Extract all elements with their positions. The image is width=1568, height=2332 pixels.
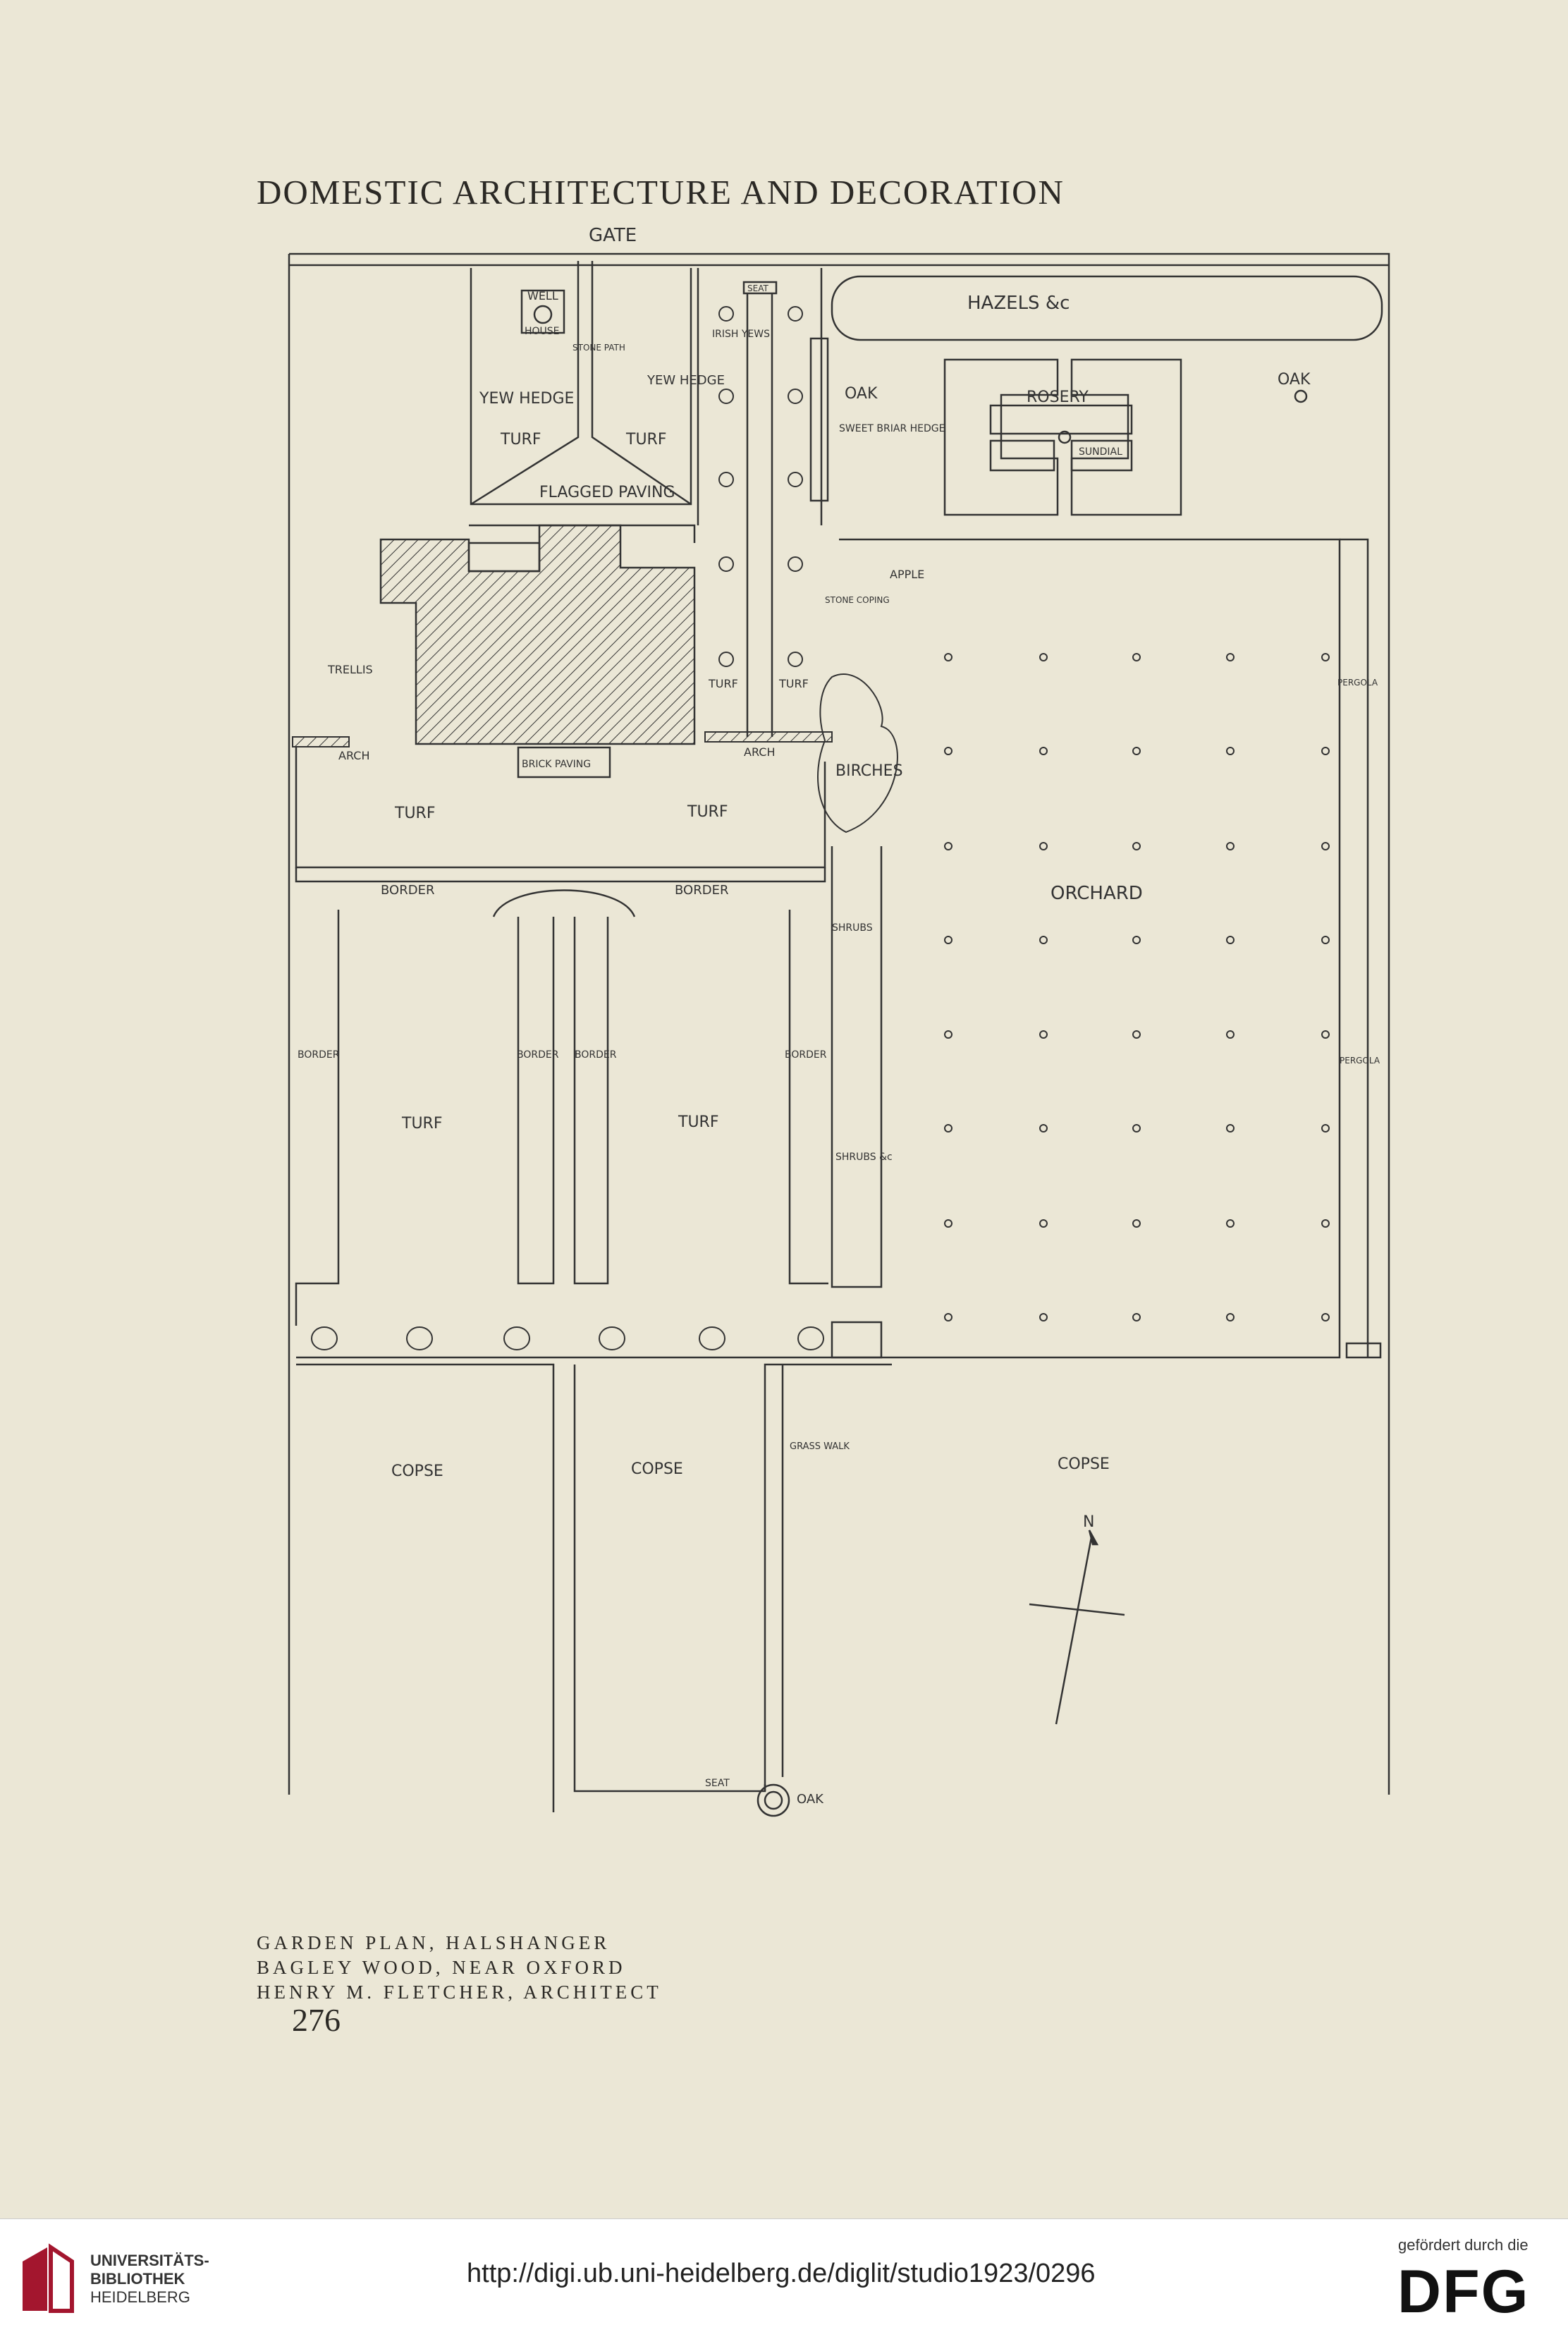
- label-border-mid-left: BORDER: [517, 1049, 559, 1061]
- label-sweet-briar: SWEET BRIAR HEDGE: [839, 423, 945, 434]
- caption-line: HENRY M. FLETCHER, ARCHITECT: [257, 1982, 662, 2003]
- label-copse-right: COPSE: [1058, 1455, 1110, 1473]
- label-turf-lower-right: TURF: [678, 1113, 718, 1131]
- label-stone-coping: STONE COPING: [825, 595, 890, 605]
- label-turf-court-left: TURF: [500, 431, 541, 448]
- label-gate: GATE: [589, 225, 637, 246]
- hazels-hedge: [831, 275, 1383, 341]
- label-border-mid-right: BORDER: [575, 1049, 617, 1061]
- label-stone-path: STONE PATH: [572, 343, 625, 353]
- running-title: DOMESTIC ARCHITECTURE AND DECORATION: [257, 173, 1065, 212]
- label-irish-yews: IRISH YEWS: [712, 329, 770, 340]
- funded-by-text: gefördert durch die: [1398, 2236, 1529, 2254]
- label-turf-terrace-right: TURF: [687, 803, 728, 821]
- label-arch-right: ARCH: [744, 745, 775, 759]
- label-apple: APPLE: [890, 568, 924, 581]
- label-hazels: HAZELS &c: [967, 293, 1070, 314]
- label-seat: SEAT: [747, 283, 768, 293]
- label-border-right: BORDER: [675, 883, 728, 898]
- label-turf-lower-left: TURF: [401, 1115, 442, 1133]
- label-pergola-bottom: PERGOLA: [1340, 1056, 1380, 1066]
- book-page: DOMESTIC ARCHITECTURE AND DECORATION: [257, 173, 1390, 2038]
- label-border-far-left: BORDER: [298, 1049, 340, 1061]
- label-arch-left: ARCH: [338, 749, 369, 762]
- label-well: WELL: [527, 289, 558, 303]
- label-brick-paving: BRICK PAVING: [522, 759, 591, 770]
- library-name: UNIVERSITÄTS- BIBLIOTHEK HEIDELBERG: [90, 2252, 209, 2307]
- label-turf-yews-left: TURF: [708, 677, 738, 690]
- label-copse-left: COPSE: [391, 1463, 443, 1480]
- label-turf-yews-right: TURF: [778, 677, 809, 690]
- house-hatched: [379, 524, 696, 745]
- library-name-line: HEIDELBERG: [90, 2288, 190, 2306]
- label-oak: OAK: [1278, 371, 1311, 389]
- label-border-far-right: BORDER: [785, 1049, 827, 1061]
- library-name-line: BIBLIOTHEK: [90, 2270, 185, 2288]
- label-turf-terrace-left: TURF: [394, 805, 435, 822]
- caption-line: BAGLEY WOOD, NEAR OXFORD: [257, 1957, 626, 1978]
- label-border-left: BORDER: [381, 883, 434, 898]
- permalink-url[interactable]: http://digi.ub.uni-heidelberg.de/diglit/…: [467, 2259, 1096, 2288]
- garden-plan-drawing: GATE WELL HOUSE STONE PATH YEW HEDGE YEW…: [288, 225, 1390, 1817]
- label-yew-hedge: YEW HEDGE: [479, 390, 574, 408]
- label-sundial: SUNDIAL: [1079, 446, 1122, 458]
- label-seat-bottom: SEAT: [705, 1778, 730, 1789]
- label-house: HOUSE: [525, 326, 560, 337]
- caption-line: GARDEN PLAN, HALSHANGER: [257, 1932, 611, 1953]
- label-shrubs-etc: SHRUBS &c: [835, 1152, 893, 1163]
- label-pergola-top: PERGOLA: [1337, 678, 1378, 688]
- viewer-footer: UNIVERSITÄTS- BIBLIOTHEK HEIDELBERG http…: [0, 2218, 1568, 2332]
- label-shrubs: SHRUBS: [832, 922, 873, 934]
- label-copse-mid: COPSE: [631, 1460, 683, 1478]
- boundary-right: [289, 252, 1390, 1795]
- page-number: 276: [292, 2002, 341, 2038]
- label-oak-small: OAK: [845, 385, 878, 403]
- label-flagged-paving: FLAGGED PAVING: [539, 484, 675, 501]
- university-library-logo-icon: [23, 2243, 74, 2313]
- label-trellis: TRELLIS: [327, 663, 373, 676]
- label-birches: BIRCHES: [835, 762, 903, 780]
- figure-caption: GARDEN PLAN, HALSHANGER BAGLEY WOOD, NEA…: [257, 1931, 662, 2005]
- label-rosery: ROSERY: [1027, 389, 1089, 406]
- label-turf-court-right: TURF: [625, 431, 666, 448]
- label-north: N: [1083, 1513, 1094, 1531]
- dfg-logo: DFG: [1397, 2258, 1530, 2326]
- library-name-line: UNIVERSITÄTS-: [90, 2252, 209, 2269]
- label-orchard: ORCHARD: [1051, 883, 1143, 904]
- label-yew-hedge-small: YEW HEDGE: [647, 373, 725, 388]
- label-grass-walk: GRASS WALK: [790, 1441, 850, 1452]
- label-oak-bottom: OAK: [797, 1792, 824, 1807]
